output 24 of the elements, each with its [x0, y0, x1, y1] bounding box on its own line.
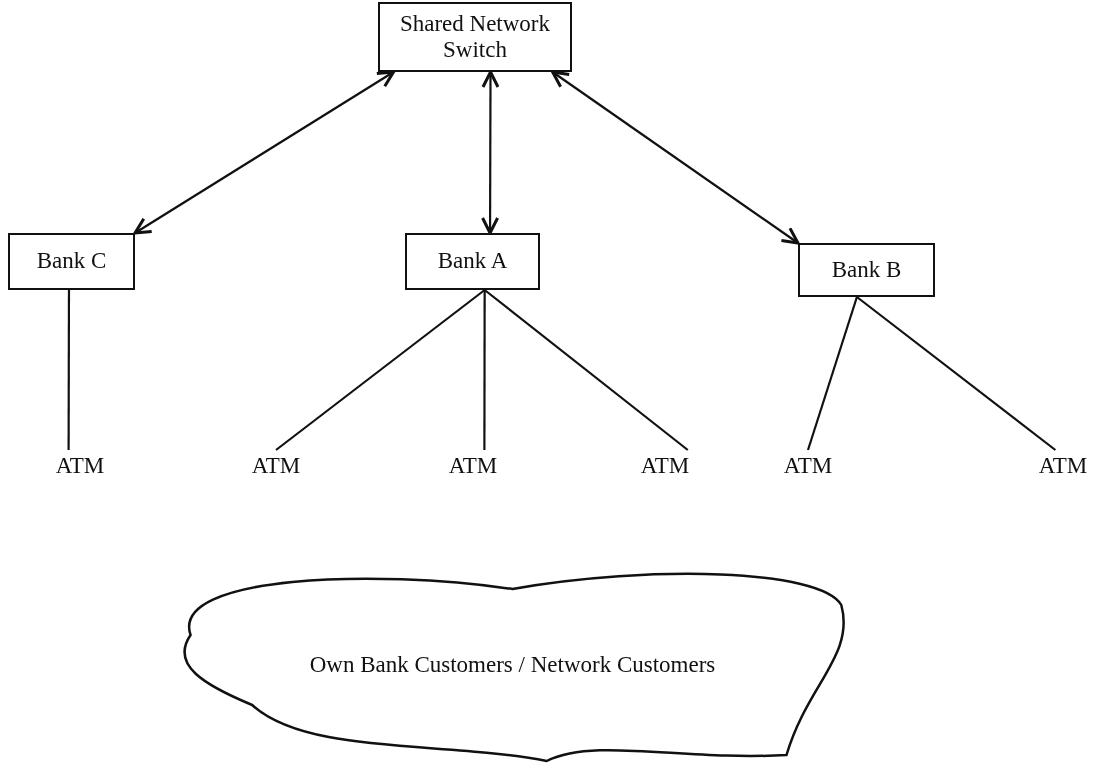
connector-line [67, 290, 71, 450]
atm-label: ATM [1038, 452, 1088, 480]
switch-box [378, 2, 572, 72]
bank-box [798, 243, 935, 297]
atm-label: ATM [640, 452, 690, 480]
arrow [481, 70, 500, 235]
atm-label: ATM [55, 452, 105, 480]
box-label: Bank C [36, 248, 107, 275]
atm-label: ATM [448, 452, 498, 480]
arrow [133, 70, 395, 235]
connector-line [275, 289, 486, 451]
connector-line [483, 289, 689, 451]
box-label: Bank A [437, 248, 508, 275]
bank-box [8, 233, 135, 290]
atm-label: ATM [783, 452, 833, 480]
connector-line [806, 296, 858, 451]
cloud-label: Own Bank Customers / Network Customers [309, 651, 716, 679]
connector-line [483, 290, 486, 450]
box-label: Shared Network Switch [398, 10, 552, 64]
box-label: Bank B [831, 256, 902, 284]
atm-label: ATM [251, 452, 301, 480]
connector-line [856, 296, 1057, 451]
arrow [551, 70, 800, 245]
bank-box [405, 233, 540, 290]
